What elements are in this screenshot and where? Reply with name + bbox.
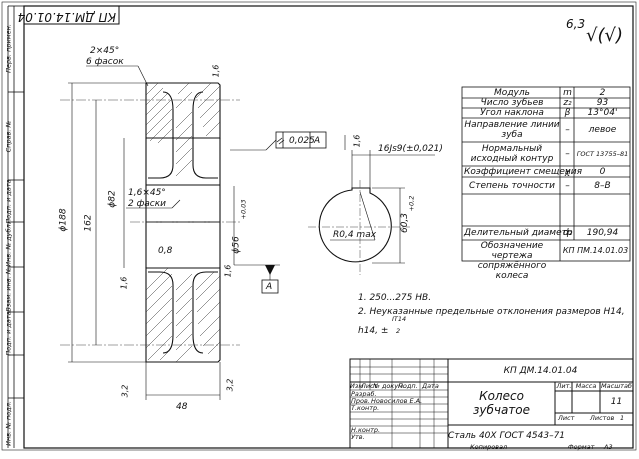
hdr-izm: Изм: [350, 382, 364, 390]
dim-keyway-rough: 1,6: [352, 134, 362, 148]
title-material: Сталь 40Х ГОСТ 4543–71: [448, 431, 566, 441]
copied-label: Копировал: [470, 443, 508, 451]
param-name: Нормальный исходный контур: [470, 144, 554, 164]
param-sym: –: [565, 125, 570, 135]
param-sym: –: [565, 149, 570, 159]
param-sym: d₂: [562, 228, 573, 238]
row-prov: Пров.: [351, 397, 370, 405]
param-name: Угол наклона: [480, 108, 544, 118]
dim-width-48: 48: [176, 402, 188, 412]
param-sym: z₂: [563, 98, 572, 108]
param-name: Делительный диаметр: [464, 228, 573, 238]
side-label-inv-orig: Инв. № подл.: [4, 401, 13, 446]
hdr-lit: Лит.: [556, 382, 572, 390]
param-val: 93: [596, 98, 609, 108]
dim-radius: R0,4 max: [333, 230, 377, 240]
title-part-name-1: Колесо: [479, 389, 524, 403]
note-2c: IT14: [392, 315, 407, 323]
dim-rough-hub: 1,6: [223, 264, 233, 278]
hdr-sign: Подп.: [398, 382, 418, 390]
dim-chamfer: 2×45°: [90, 46, 120, 56]
param-name: Коэффициент смещения: [464, 167, 583, 177]
dim-keyway-depth-tol: +0,2: [407, 195, 416, 212]
prov-name: Новосилов Е.А.: [371, 397, 423, 405]
tolerance-value: 0,025: [289, 136, 315, 146]
note-2: 2. Неуказанные предельные отклонения раз…: [358, 307, 625, 317]
side-label-sign-date-2: Подп. и дата: [4, 311, 13, 356]
dim-keyway-depth: 60,3: [400, 212, 411, 234]
row-nkontr: Н.контр.: [351, 426, 381, 434]
row-utv: Утв.: [351, 433, 365, 441]
dim-dia-82: ϕ82: [107, 190, 118, 208]
hdr-mass: Масса: [575, 382, 597, 390]
param-sym: –: [565, 181, 570, 191]
dim-dia-56: ϕ56: [231, 236, 242, 254]
param-val: 190,94: [586, 228, 619, 238]
tolerance-datum: A: [314, 136, 321, 146]
dim-rough-left: 1,6: [119, 276, 129, 290]
hdr-sheet: Лист: [558, 414, 575, 422]
param-val: 0: [599, 167, 606, 177]
scale-value: 11: [610, 397, 623, 407]
param-name: Число зубьев: [480, 98, 544, 108]
param-val: 8–В: [594, 181, 611, 191]
dim-chamfer-small-note: 2 фаски: [128, 199, 167, 209]
param-name: Обозначение чертежа сопряжённого колеса: [477, 241, 547, 281]
hdr-doc: № докум.: [373, 382, 406, 390]
roughness-value: 6,3: [566, 17, 586, 31]
param-sym: χ: [564, 167, 571, 177]
roughness-check-icon: √(√): [586, 25, 623, 46]
hdr-list: Лист: [361, 382, 378, 390]
param-val: ГОСТ 13755–81: [576, 150, 629, 158]
title-doc-code: КП ДМ.14.01.04: [503, 366, 578, 376]
row-tkontr: Т.контр.: [351, 404, 380, 412]
param-name: Модуль: [494, 88, 530, 98]
param-name: Направление линии зуба: [464, 120, 560, 140]
side-label-ref-no: Справ. №: [4, 120, 13, 153]
dim-dia-188: ϕ188: [58, 208, 69, 232]
rotated-doc-code: КП ДМ.14.01.04: [17, 10, 116, 24]
hdr-sheets: Листов: [590, 414, 615, 422]
dim-chamfer-note: 6 фасок: [86, 57, 124, 67]
note-2d: 2: [396, 327, 401, 335]
dim-chamfer-small: 1,6×45°: [128, 188, 166, 198]
format-label: Формат: [568, 443, 595, 451]
param-val: КП ПМ.14.01.03: [562, 246, 629, 255]
note-2b: h14, ±: [358, 326, 389, 336]
format-value: А3: [604, 443, 613, 451]
param-sym: β: [564, 108, 571, 118]
datum-label: A: [266, 282, 273, 292]
dim-rough-top: 1,6: [211, 64, 221, 78]
param-sym: m: [563, 88, 572, 98]
param-val: левое: [588, 125, 617, 135]
row-razrab: Разраб.: [351, 390, 377, 398]
param-name: Степень точности: [468, 181, 556, 191]
dim-rough-3-2-right: 3,2: [225, 378, 235, 392]
param-val: 2: [599, 88, 606, 98]
note-1: 1. 250...275 HB.: [358, 293, 432, 303]
hdr-date: Дата: [422, 382, 439, 390]
side-label-first-use: Перв. примен.: [4, 24, 13, 73]
dim-162: 162: [83, 214, 94, 232]
dim-keyway-width: 16Js9(±0,021): [378, 144, 443, 154]
dim-fillet: 0,8: [158, 246, 173, 256]
title-part-name-2: зубчатое: [472, 403, 531, 417]
param-val: 13°04': [587, 108, 618, 118]
dim-dia-56-tol: +0,03: [239, 199, 248, 220]
sheets-value: 1: [620, 414, 625, 422]
hdr-scale: Масштаб: [601, 382, 632, 390]
dim-rough-3-2-left: 3,2: [120, 384, 130, 398]
